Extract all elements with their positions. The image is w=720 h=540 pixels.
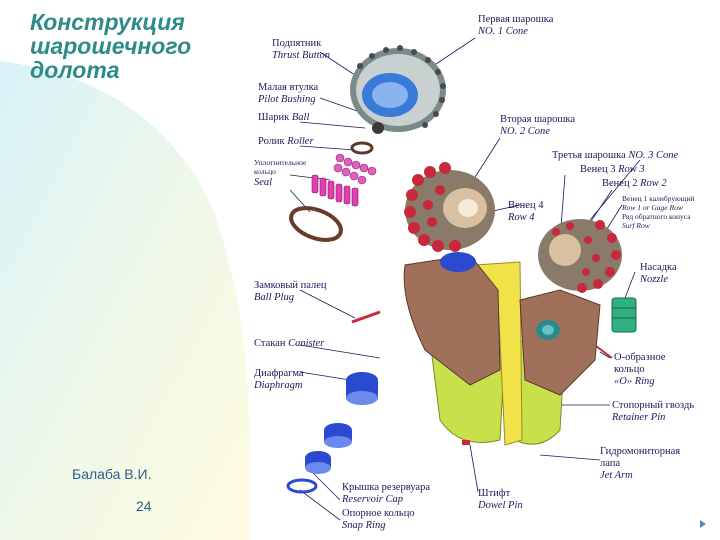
label-cone2: Вторая шарошка NO. 2 Cone: [500, 114, 576, 137]
ball-plug: [351, 310, 381, 324]
label-ball-plug: Замковый палец Ball Plug: [254, 280, 327, 303]
label-nozzle: Насадка Nozzle: [640, 262, 677, 285]
author-name: Балаба В.И.: [72, 466, 152, 482]
second-cone: [404, 162, 495, 272]
retainer-pin: [595, 345, 613, 359]
balls: [333, 153, 377, 185]
bit-body: [403, 254, 601, 446]
label-canister: Стакан Canister: [254, 338, 325, 349]
seal-ring: [289, 206, 343, 242]
label-seal: Уплотнительное кольцо Seal: [254, 158, 307, 188]
label-roller: Ролик Roller: [258, 136, 314, 147]
label-row4: Венец 4 Row 4: [508, 200, 544, 223]
next-slide-arrow-icon[interactable]: [700, 520, 706, 528]
label-snap-ring: Опорное кольцо Snap Ring: [342, 508, 415, 531]
dowel-pin: [462, 440, 470, 445]
label-retainer-pin: Стопорный гвоздь Retainer Pin: [612, 400, 695, 423]
title-line-2: шарошечного: [30, 33, 192, 59]
label-ball: Шарик Ball: [258, 112, 310, 123]
pilot-bushing: [372, 122, 384, 134]
label-diaphragm: Диафрагма Diaphragm: [254, 368, 304, 391]
first-cone: [350, 45, 446, 132]
label-row2: Венец 2 Row 2: [602, 178, 667, 189]
label-thrust-button: Подпятник Thrust Button: [272, 38, 331, 61]
label-cone1: Первая шарошка NO. 1 Cone: [478, 14, 554, 37]
canister-stack: [286, 372, 378, 494]
label-jet-arm: Гидромониторная лапа Jet Arm: [600, 446, 681, 481]
nozzle: [611, 297, 637, 333]
label-cone3: Третья шарошка NO. 3 Cone: [552, 150, 679, 161]
label-row1: Венец 1 калибрующий Row 1 or Gage Row Ря…: [622, 194, 695, 230]
label-reservoir-cap: Крышка резервуара Reservoir Cap: [342, 482, 430, 505]
third-cone: [538, 219, 622, 293]
label-pilot-bushing: Малая втулка Pilot Bushing: [258, 82, 319, 105]
title-line-1: Конструкция: [30, 9, 185, 35]
title-line-3: долота: [30, 57, 120, 83]
rollers: [311, 174, 359, 207]
roller-ring: [350, 141, 374, 155]
slide-title: Конструкция шарошечного долота: [30, 10, 260, 82]
label-dowel-pin: Штифт Dowel Pin: [478, 488, 523, 511]
page-number: 24: [136, 498, 152, 514]
label-o-ring: О-образное кольцо «O» Ring: [614, 352, 666, 387]
label-row3: Венец 3 Row 3: [580, 164, 645, 175]
